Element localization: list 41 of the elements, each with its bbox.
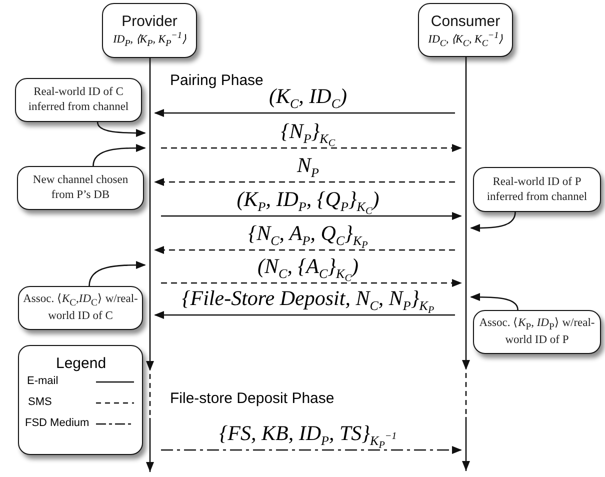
message-arrow — [154, 246, 455, 254]
message-arrow — [154, 178, 455, 186]
participant-name: Provider — [122, 13, 178, 30]
message-label: (N$_{C}$, {A$_{C}$}$_{K}$$_{C}$) — [258, 256, 358, 282]
note-text: Assoc. ⟨K$_{P}$, ID$_{P}$⟩ w/real-world ID of P — [478, 316, 596, 348]
callout-arrow — [88, 261, 146, 286]
note-text: Assoc. ⟨K$_{C}$,ID$_{C}$⟩ w/real-world ID of C — [22, 292, 139, 324]
message-arrow — [154, 109, 455, 117]
message-arrow — [161, 279, 462, 287]
participant-name: Consumer — [430, 12, 500, 30]
message-arrow — [161, 446, 462, 454]
note-box — [17, 166, 144, 210]
participant-box — [102, 3, 197, 58]
legend-title: Legend — [56, 355, 106, 372]
note-text: New channel chosen from P’s DB — [32, 173, 130, 203]
note-text: Real-world ID of C inferred from channel — [27, 85, 130, 115]
key-notation: ID$_{P}$, ⟨K$_{P}$, K$_{P}$$^{−1}$⟩ — [113, 30, 186, 48]
note-box — [473, 167, 601, 212]
note-box — [473, 310, 601, 354]
message-label: (K$_{P}$, ID$_{P}$, {Q$_{P}$}$_{K}$$_{C}$) — [236, 189, 380, 214]
legend-text: SMS — [28, 396, 52, 408]
message-label: N$_{P}$ — [297, 155, 319, 180]
callout-arrow — [92, 144, 146, 166]
legend-text: E-mail — [27, 375, 58, 387]
participant-box — [418, 3, 513, 57]
note-box — [15, 78, 142, 122]
callout-arrow — [96, 122, 146, 137]
message-arrow — [161, 212, 462, 220]
phase-label: File-store Deposit Phase — [170, 390, 334, 407]
callout-arrow — [470, 293, 518, 310]
phase-label: Pairing Phase — [170, 72, 264, 89]
message-label: (K$_{C}$, ID$_{C}$) — [268, 86, 348, 110]
key-notation: ID$_{C}$, ⟨K$_{C}$, K$_{C}$$^{−1}$⟩ — [428, 30, 503, 48]
note-box — [18, 286, 143, 330]
callout-arrow — [470, 212, 516, 232]
message-arrow — [154, 311, 455, 319]
legend-text: FSD Medium — [25, 417, 90, 429]
lifeline — [145, 58, 155, 472]
message-arrow — [161, 144, 462, 152]
note-text: Real-world ID of P inferred from channel — [486, 174, 588, 204]
lifeline — [461, 57, 471, 471]
